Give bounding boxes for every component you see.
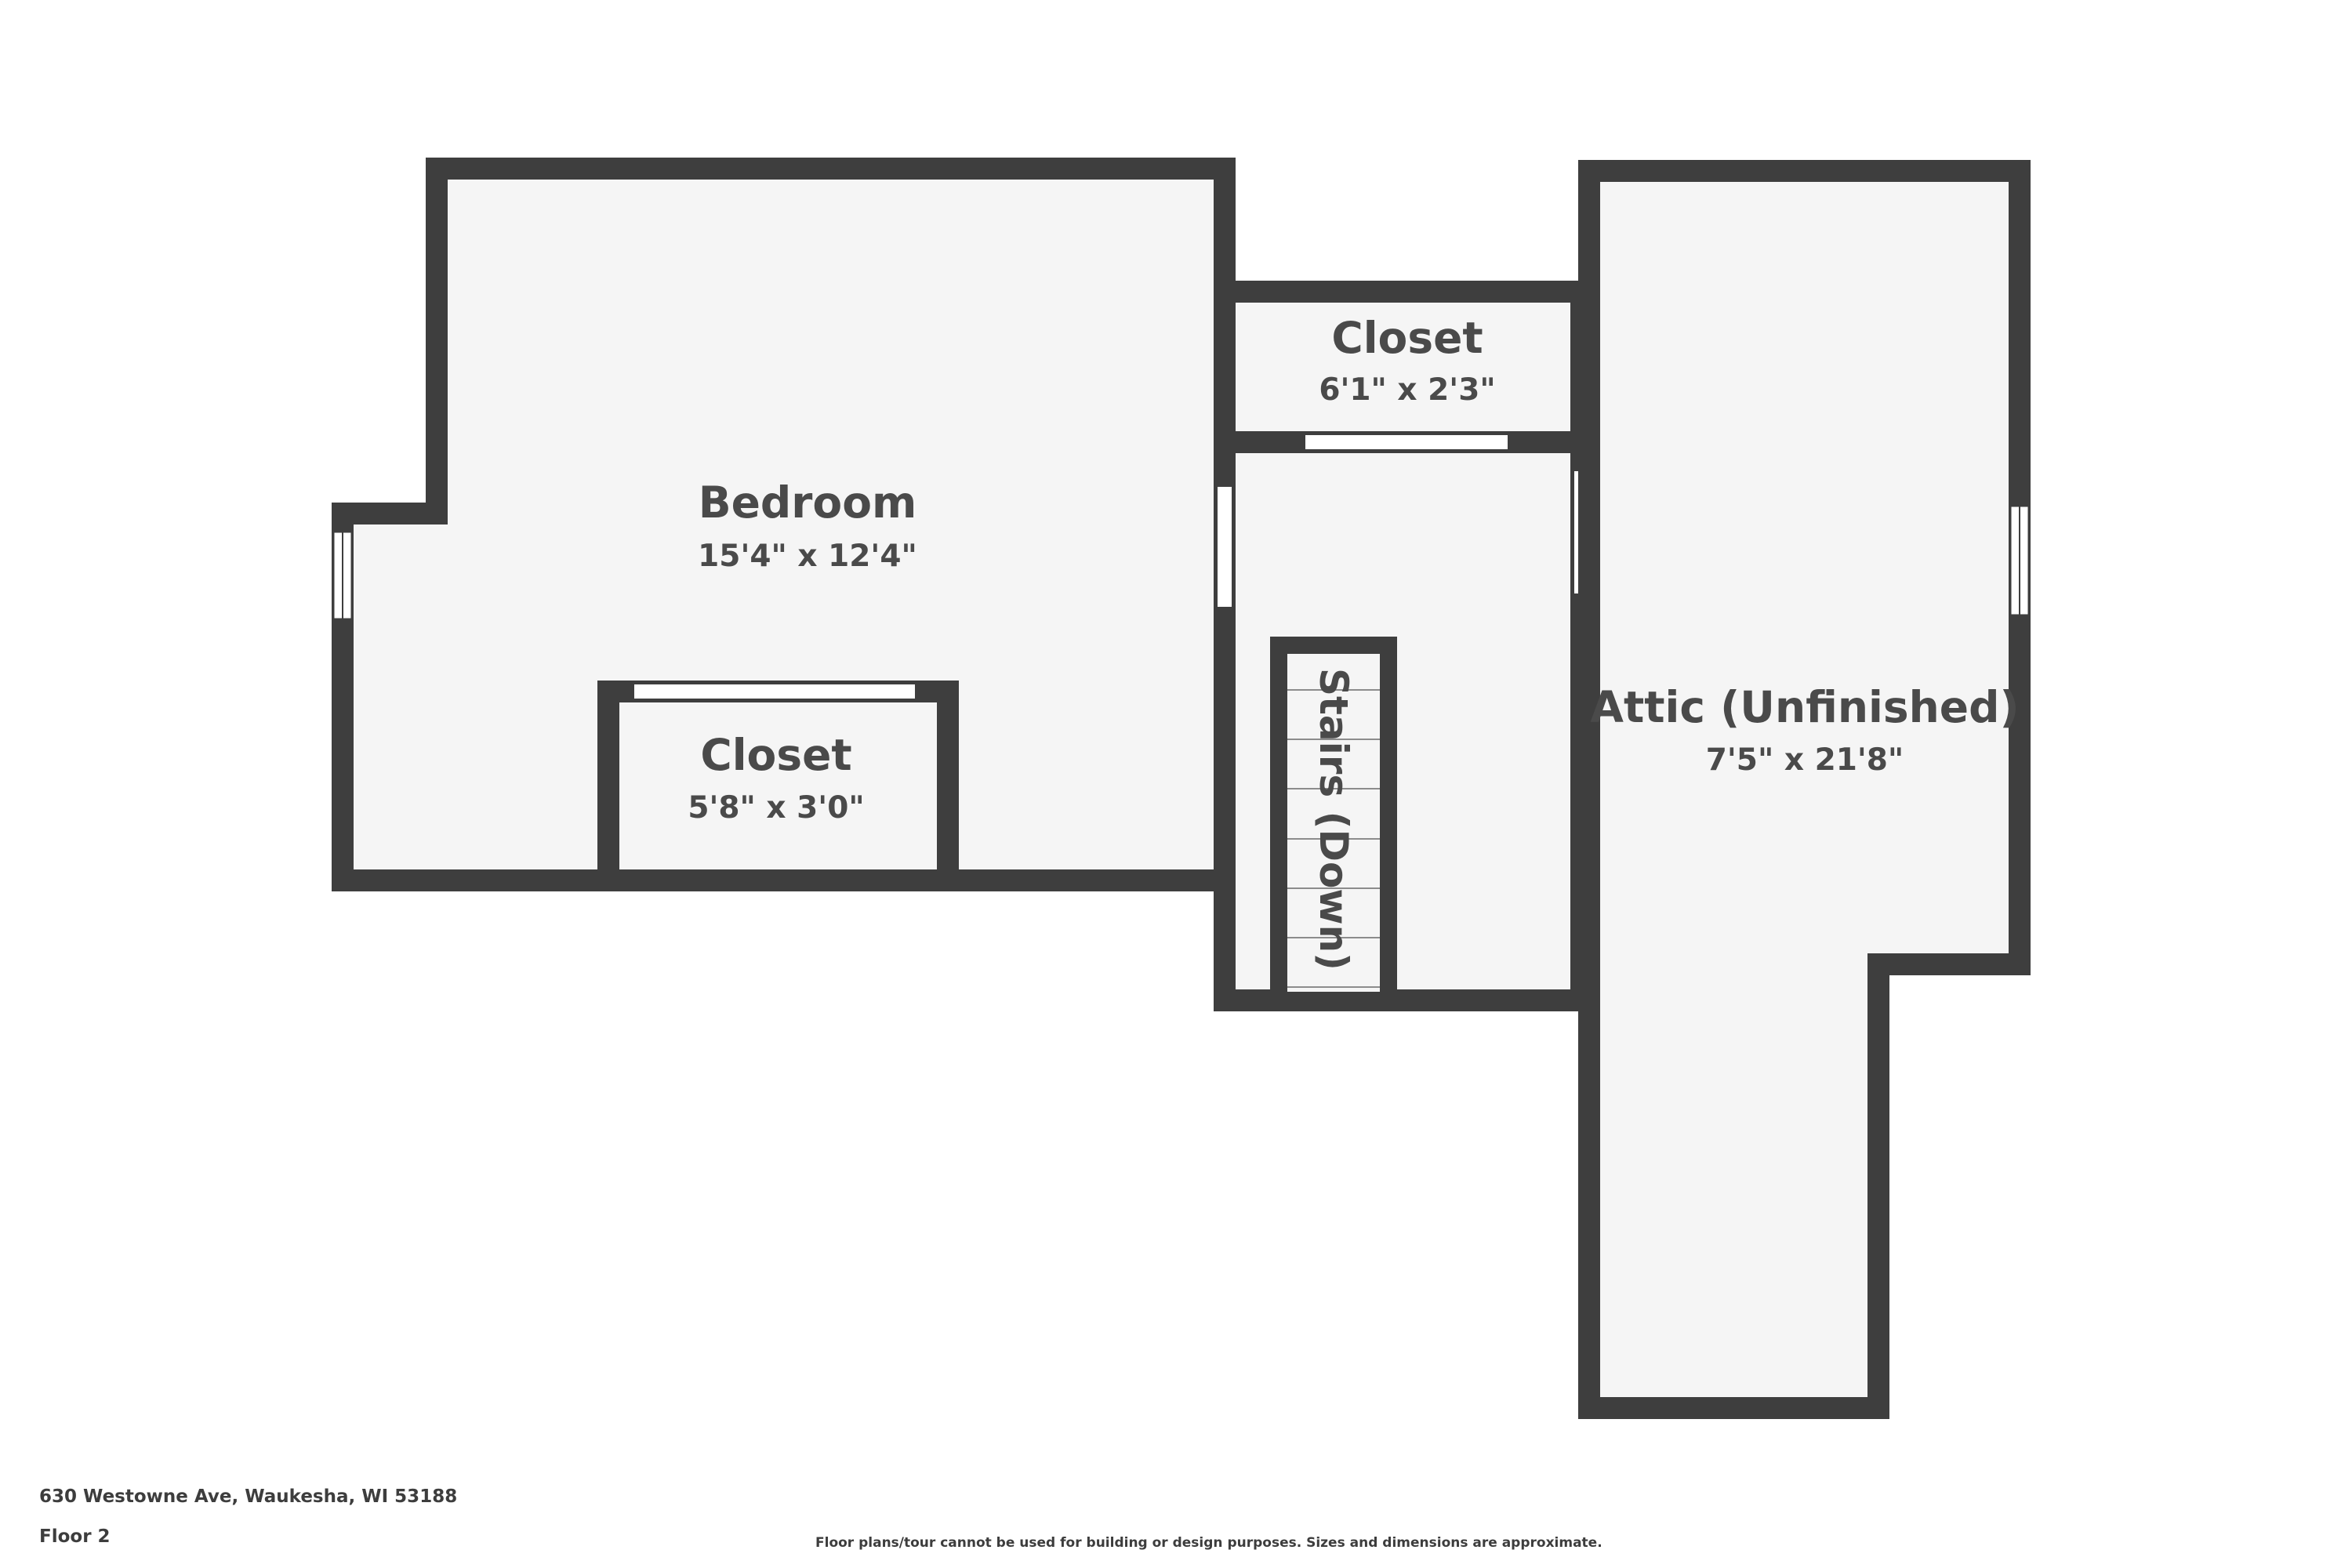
hall-closet-door xyxy=(1304,434,1509,451)
bedroom-closet-name: Closet xyxy=(700,730,851,780)
hall-closet: Closet 6'1" x 2'3" xyxy=(1214,281,1592,453)
bedroom-closet-door xyxy=(633,683,916,700)
hall-closet-dimensions: 6'1" x 2'3" xyxy=(1319,372,1495,408)
attic-floor xyxy=(1578,160,2031,1419)
floor-label: Floor 2 xyxy=(39,1526,111,1547)
bedroom: Bedroom 15'4" x 12'4" xyxy=(332,158,1236,891)
bedroom-closet: Closet 5'8" x 3'0" xyxy=(597,681,959,891)
bedroom-floor xyxy=(332,158,1236,891)
stairs-label: Stairs (Down) xyxy=(1311,668,1356,971)
bedroom-closet-dimensions: 5'8" x 3'0" xyxy=(688,790,864,826)
stairs: Stairs (Down) xyxy=(1270,637,1397,1009)
property-address: 630 Westowne Ave, Waukesha, WI 53188 xyxy=(39,1486,458,1507)
stairs-outline xyxy=(1270,637,1397,1009)
bedroom-doorway xyxy=(1216,485,1233,608)
attic: Attic (Unfinished) 7'5" x 21'8" xyxy=(1578,160,2031,1419)
bedroom-name: Bedroom xyxy=(699,477,917,528)
attic-dimensions: 7'5" x 21'8" xyxy=(1706,742,1904,778)
bedroom-dimensions: 15'4" x 12'4" xyxy=(698,539,917,574)
hall-closet-name: Closet xyxy=(1331,313,1483,363)
attic-name: Attic (Unfinished) xyxy=(1590,682,2019,732)
disclaimer-note: Floor plans/tour cannot be used for buil… xyxy=(815,1535,1602,1551)
bedroom-closet-floor xyxy=(597,681,959,891)
